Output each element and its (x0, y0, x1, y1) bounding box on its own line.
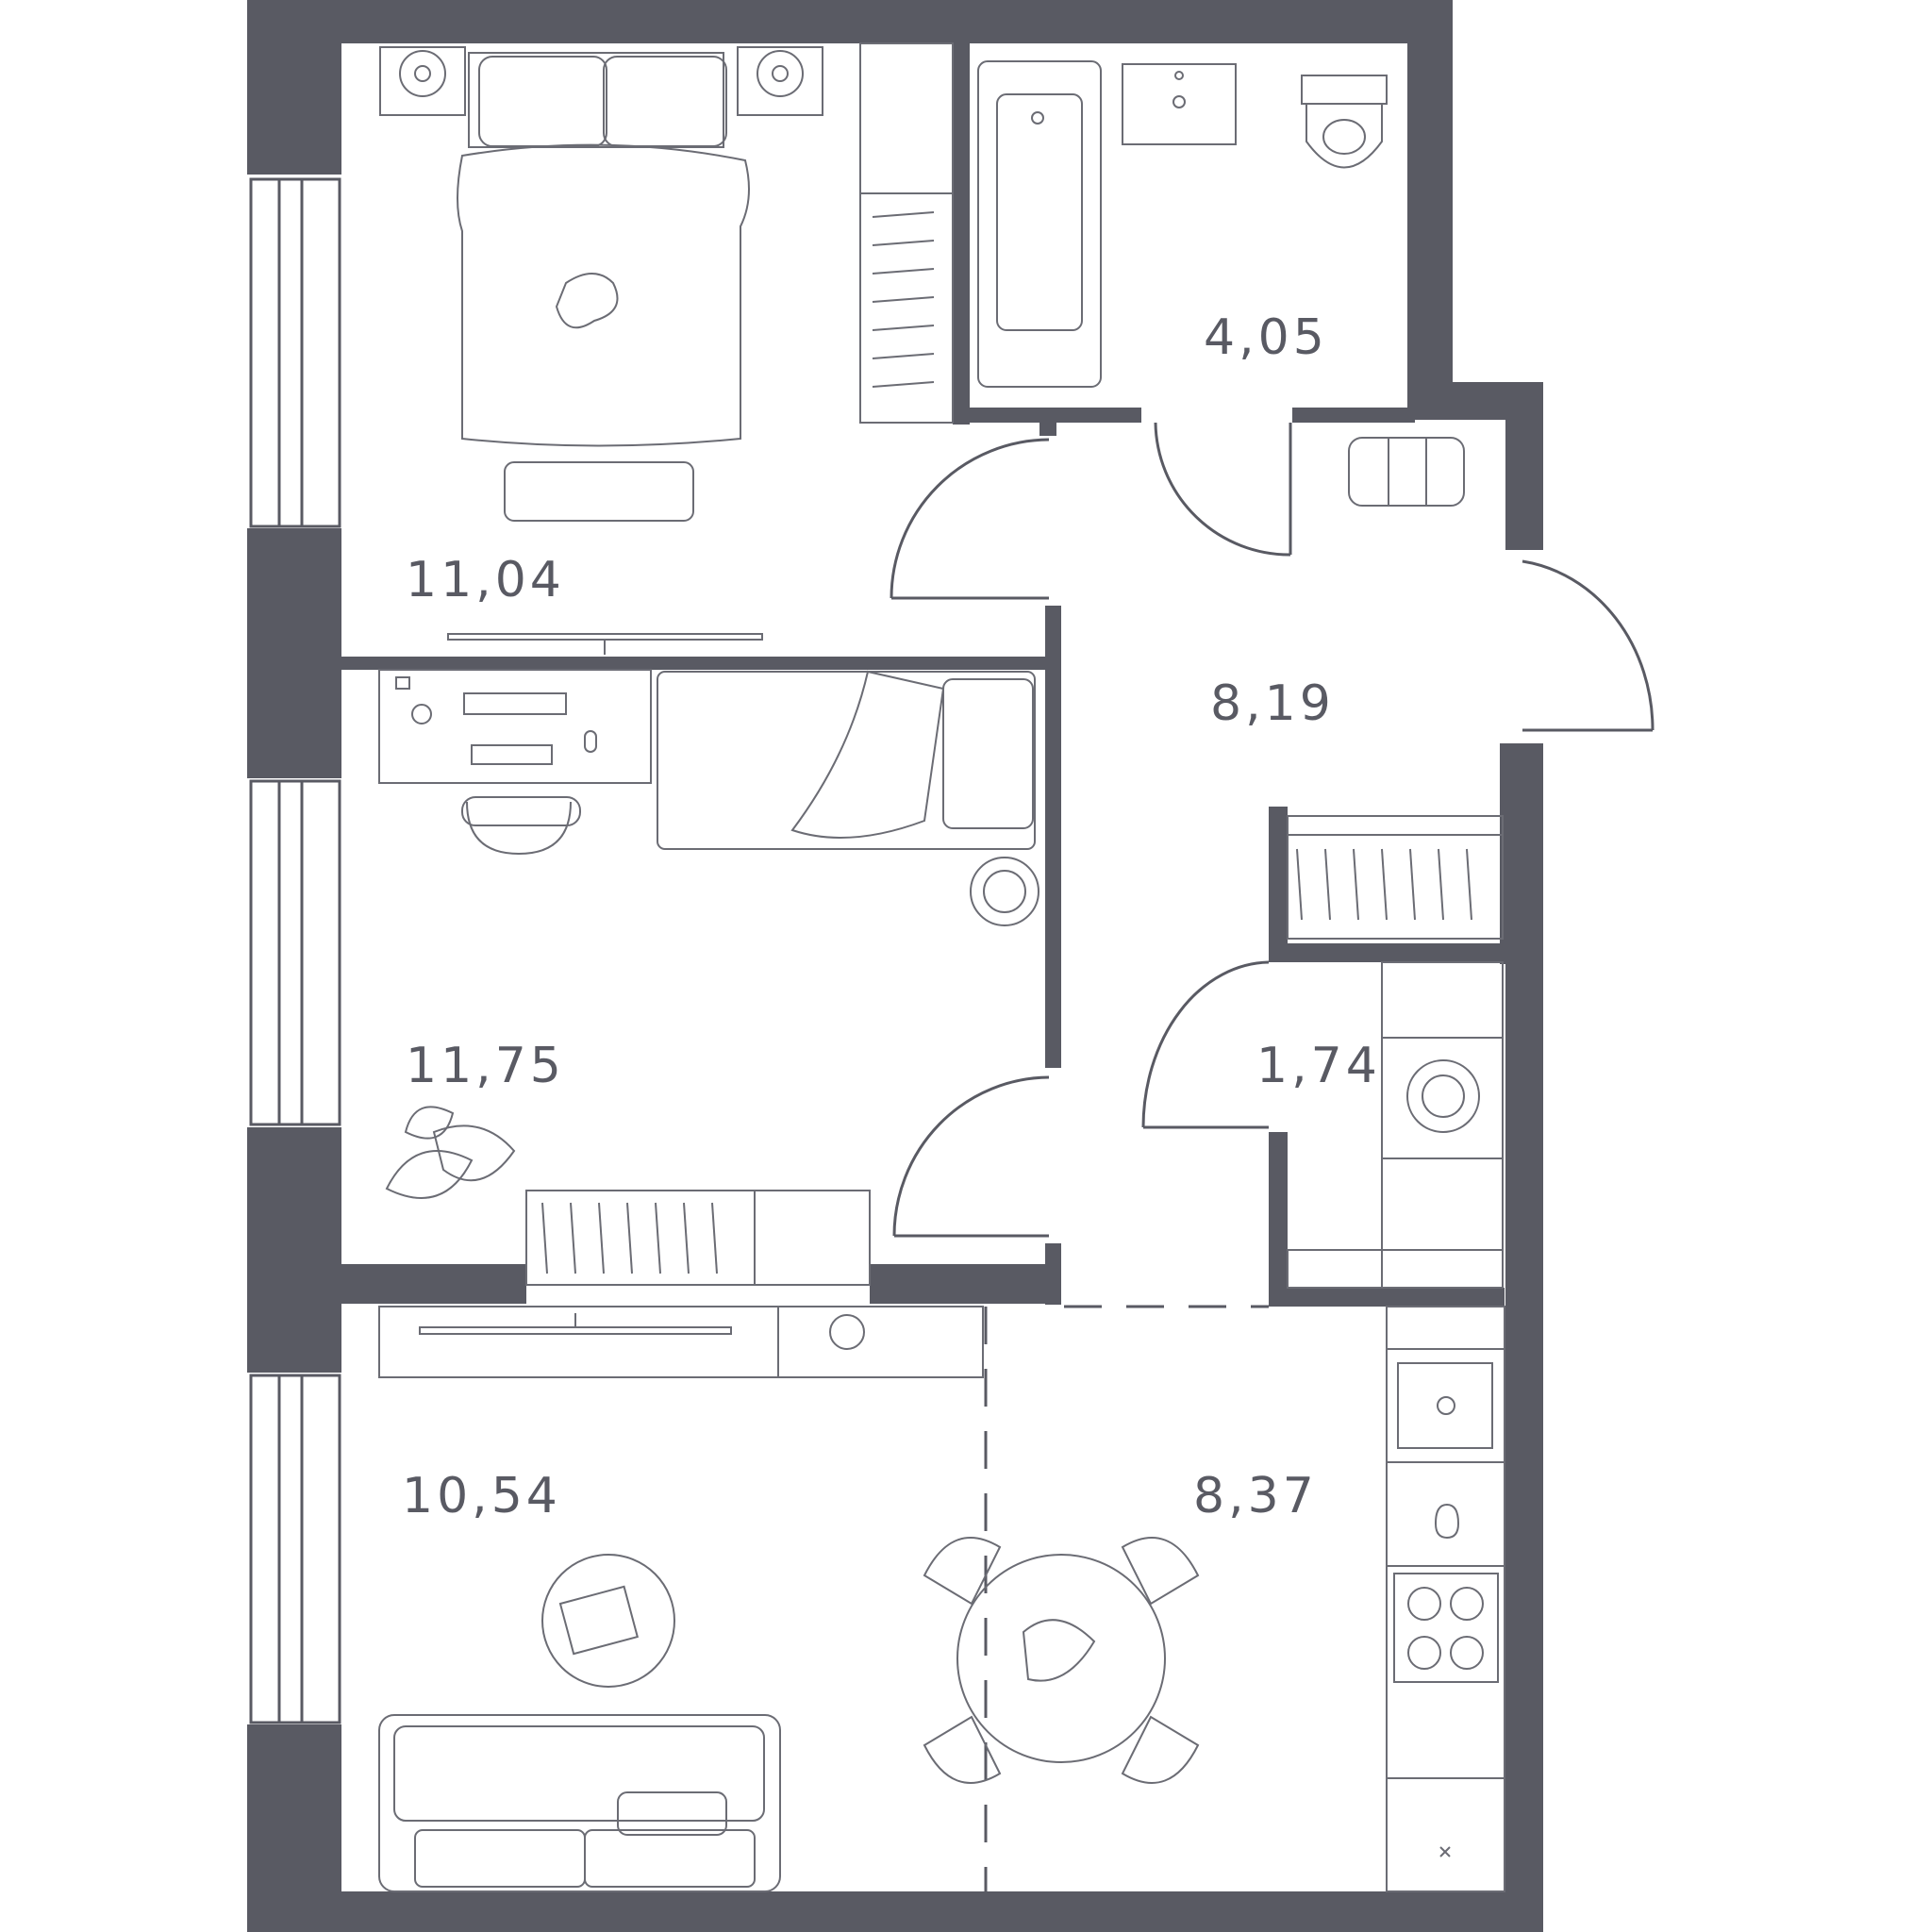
desk-chair (461, 796, 581, 856)
monstera-plant (385, 1106, 516, 1199)
bathtub (977, 60, 1102, 388)
area-label-bathroom: 4,05 (1204, 309, 1328, 366)
tv-console (378, 1306, 984, 1378)
coffee-table (541, 1554, 675, 1688)
dresser (525, 1190, 871, 1286)
room-labels: 11,04 4,05 8,19 11,75 1,74 10,54 8,37 (402, 309, 1381, 1524)
dining-chairs (923, 1537, 1200, 1784)
dining-table (956, 1554, 1166, 1763)
furniture (378, 42, 1505, 1892)
storage-shelf (1287, 1249, 1504, 1289)
doors (890, 422, 1655, 1891)
area-label-bedroom-large: 11,04 (406, 552, 565, 608)
area-label-storage: 1,74 (1256, 1038, 1381, 1094)
toilet (1301, 75, 1388, 169)
walls (247, 0, 1543, 1932)
nightstand-left (379, 46, 466, 116)
single-bed (657, 670, 1036, 850)
hallway-bench (1348, 437, 1465, 507)
area-label-kitchen: 8,37 (1193, 1468, 1318, 1524)
double-bed (457, 52, 750, 447)
round-stool (970, 857, 1039, 926)
sink (1122, 63, 1237, 145)
hallway-wardrobe (1287, 815, 1504, 940)
windows (249, 177, 341, 1724)
tv-bedroom1 (447, 633, 763, 655)
area-label-bedroom-small: 11,75 (406, 1038, 565, 1094)
nightstand-right (737, 46, 823, 116)
desk (378, 669, 652, 784)
wardrobe-bedroom1 (859, 42, 954, 424)
sofa (378, 1714, 781, 1892)
area-label-hallway: 8,19 (1210, 675, 1335, 732)
bed-rug (504, 461, 694, 522)
washing-machine (1381, 961, 1504, 1289)
area-label-living-room: 10,54 (402, 1468, 561, 1524)
kitchen-counter (1386, 1306, 1505, 1892)
